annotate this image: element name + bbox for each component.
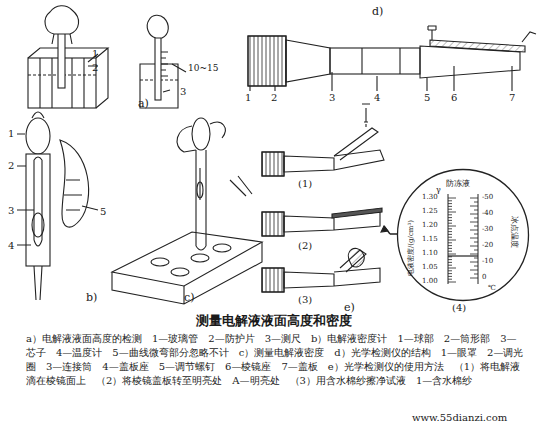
callout-number: 3 [180,86,186,97]
callout-number: 5 [424,92,430,103]
scale-text: 防冻液 [446,180,470,189]
panel-label: c) [184,292,194,304]
callout-number: 1 [92,48,98,59]
callout-number: 3 [329,92,335,103]
panel-label: b) [86,292,97,304]
scale-text: -10 [482,258,493,266]
callout-number: 4 [374,92,380,103]
scale-text: 电液密度/(g/cm³) [408,220,416,276]
callout-number: 1 [8,128,14,139]
panel-label: (4) [452,302,466,313]
scale-text: 1.05 [422,264,438,272]
callout-number: 2 [92,62,98,73]
dial-outline [396,168,530,302]
callout-number: 6 [451,92,457,103]
scale-text: -40 [482,210,493,218]
scale-text: 1.20 [422,222,438,230]
scale-text: 冰点温度 [509,216,518,248]
scale-text: -30 [482,226,493,234]
callout-number: 2 [271,92,277,103]
callout-number: 3 [8,205,14,216]
panel-label: a) [138,98,149,110]
callout-number: 2 [8,160,14,171]
scale-text: ℃ [488,285,496,293]
callout-number: 4 [8,240,14,251]
panel-label: (1) [298,178,312,189]
callout-number: 1 [245,92,251,103]
figure-caption: a）电解液液面高度的检测 1—玻璃管 2—防护片 3—测尺 b）电解液密度计 1… [26,332,526,388]
callout-number: 5 [100,206,106,217]
watermark: www.55dianzi.com [412,412,507,423]
scale-text: 1.15 [422,236,438,244]
scale-text: 1.30 [422,194,438,202]
figure-title: 测量电解液液面高度和密度 [0,314,547,328]
scale-dial: 防冻液冰点温度γ1.301.251.201.151.101.051.00电液密度… [396,168,530,302]
panel-label: (2) [298,240,312,251]
refractometer-view-1 [262,104,384,176]
scale-text: -20 [482,242,493,250]
callout-number: 7 [509,92,515,103]
scale-text: 1.00 [422,278,438,286]
panel-label: e) [344,302,355,314]
refractometer-view-2 [262,208,408,236]
panel-label: (3) [298,294,312,305]
panel-label: d) [372,6,383,18]
scale-text: 1.10 [422,250,438,258]
callout-number: 10~15 [188,64,218,74]
scale-text: 1.25 [422,208,438,216]
scale-text: 0 [482,274,486,282]
refractometer-view-3 [262,248,380,292]
scale-text: -50 [482,194,493,202]
